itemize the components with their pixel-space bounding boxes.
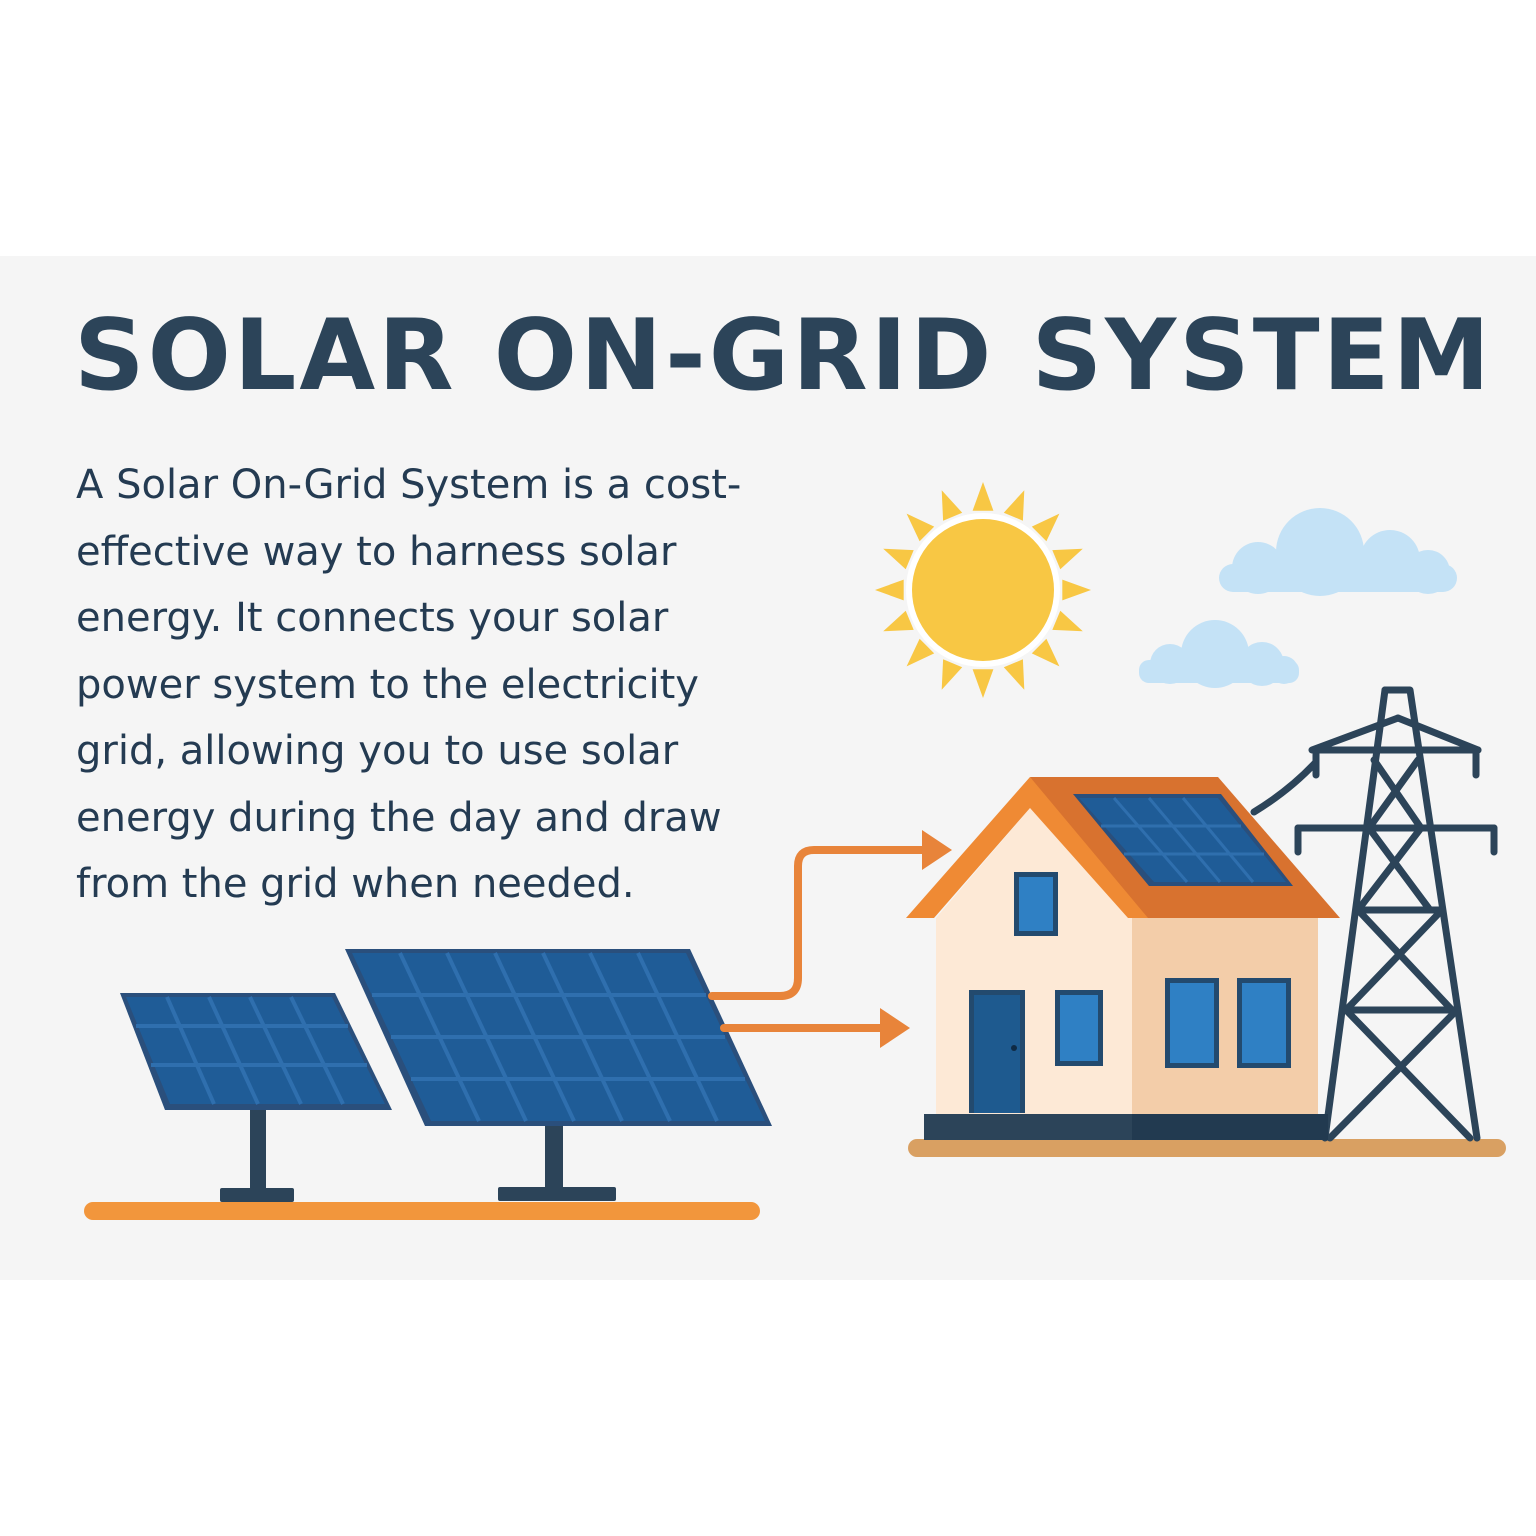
sun-icon xyxy=(875,482,1091,698)
description-text: A Solar On-Grid System is a cost-effecti… xyxy=(76,462,742,907)
arrow-right-icon xyxy=(708,830,952,1000)
page-title: SOLAR ON-GRID SYSTEM xyxy=(74,299,1494,413)
sun-ray xyxy=(1052,610,1083,632)
cloud-icon xyxy=(1139,620,1299,688)
transmission-tower-icon xyxy=(1250,686,1498,1142)
sun-ray xyxy=(972,482,994,511)
sun-ray xyxy=(1062,579,1091,601)
sun-ray xyxy=(972,669,994,698)
solar-panel-icon xyxy=(120,993,392,1202)
sun-ray xyxy=(1003,659,1025,690)
sun-ray xyxy=(1052,548,1083,570)
house-icon xyxy=(906,777,1340,1140)
sun-ray xyxy=(875,579,904,601)
sun-ray xyxy=(1003,490,1025,521)
sun-ray xyxy=(883,610,914,632)
sun-ray xyxy=(941,659,963,690)
sun-ray xyxy=(941,490,963,521)
ground-line xyxy=(84,1202,760,1220)
arrow-right-icon xyxy=(720,1008,910,1048)
sun-ray xyxy=(1031,513,1060,542)
sun-ray xyxy=(906,638,935,667)
solar-panel-icon xyxy=(345,949,772,1201)
cloud-icon xyxy=(1219,508,1457,596)
sun-ray xyxy=(1031,638,1060,667)
ground-line xyxy=(908,1139,1506,1157)
sun-ray xyxy=(906,513,935,542)
sun-ray xyxy=(883,548,914,570)
